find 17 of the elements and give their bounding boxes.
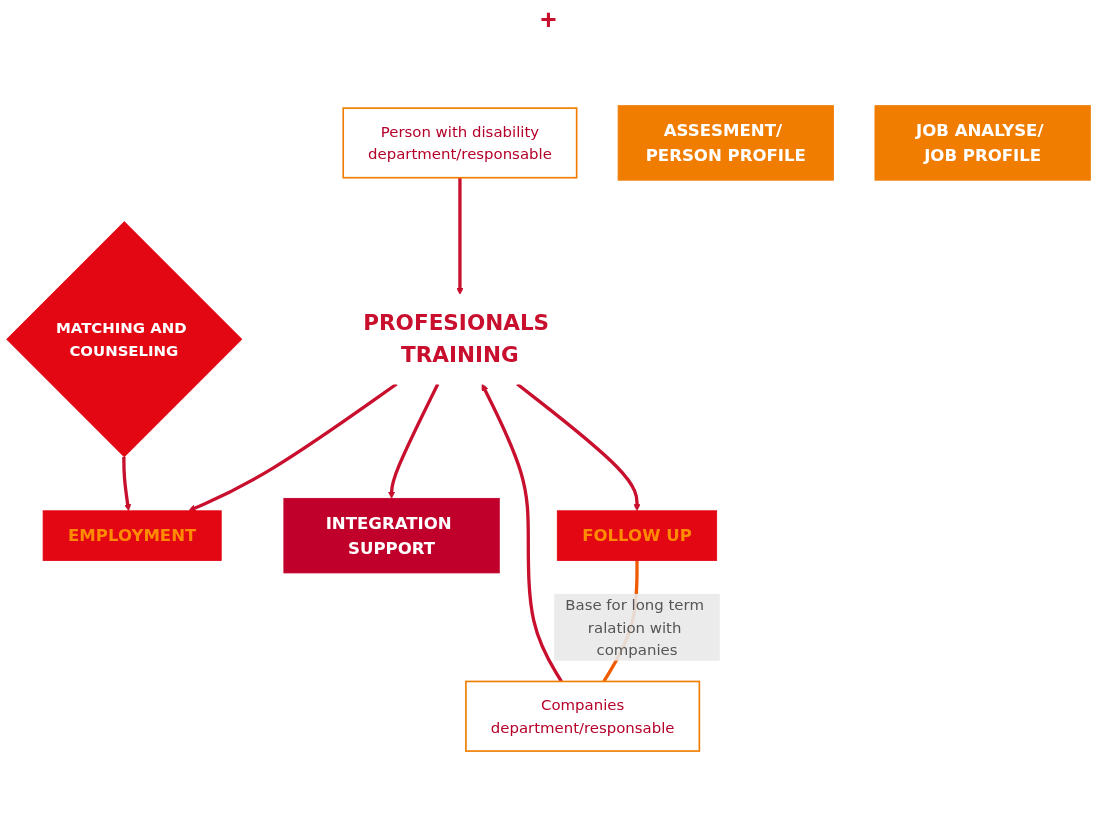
node-box: ASSESMENT/ PERSON PROFILE [617, 104, 834, 181]
node-box: Companies department/responsable [465, 680, 701, 752]
arrow [456, 177, 464, 295]
node-box: EMPLOYMENT [42, 510, 222, 561]
node-box: Person with disability department/responsable [342, 106, 578, 179]
arrow [122, 456, 132, 511]
node-box: FOLLOW UP [556, 510, 718, 561]
arrow [188, 382, 398, 512]
arrow [387, 382, 440, 499]
node-text: PROFESIONALS TRAINING [363, 309, 550, 368]
node-box: INTEGRATION SUPPORT [283, 497, 500, 573]
arrow [481, 383, 563, 682]
edge-label: Base for long term ralation with companies [565, 595, 704, 658]
plus-sign: + [540, 4, 557, 36]
node-diamond: MATCHING AND COUNSELING [6, 220, 243, 457]
arrow [516, 382, 641, 511]
node-box: JOB ANALYSE/ JOB PROFILE [874, 104, 1091, 181]
